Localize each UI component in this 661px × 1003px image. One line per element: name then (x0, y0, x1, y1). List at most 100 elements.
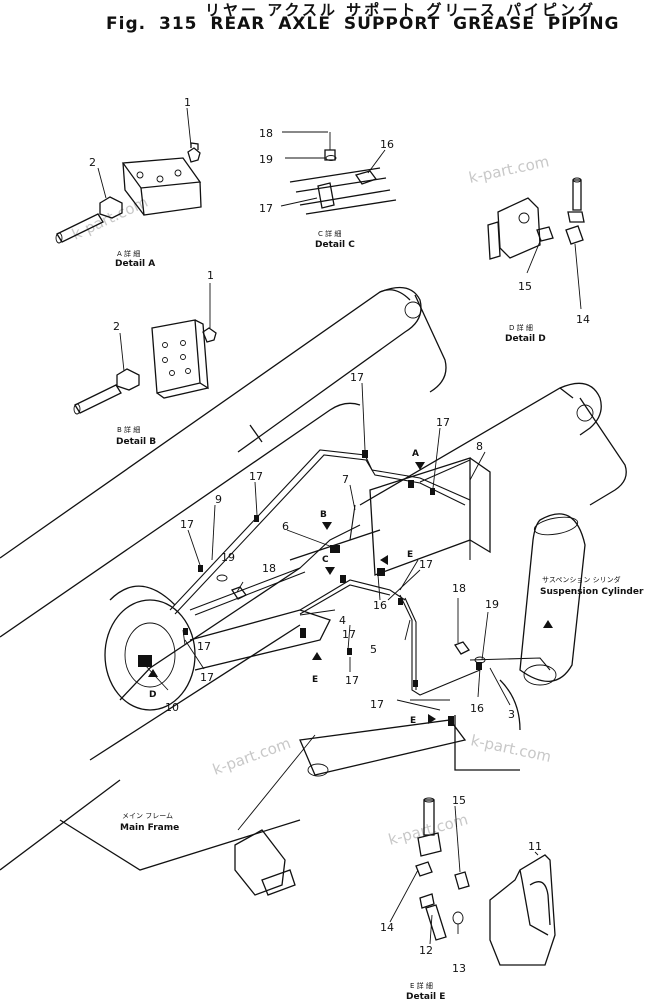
grease-pipe-7 (349, 504, 356, 541)
detail-e-caption: Detail E (406, 992, 445, 1002)
callout-17: 17 (342, 628, 356, 641)
view-letter-d: D (149, 690, 156, 700)
callout-18: 18 (259, 127, 273, 140)
grease-pipe-8 (419, 459, 471, 483)
end-fitting (234, 734, 316, 896)
callout-15: 15 (452, 794, 466, 807)
callout-15: 15 (518, 280, 532, 293)
view-letter-a: A (412, 449, 419, 459)
callout-14: 14 (576, 313, 590, 326)
callout-2: 2 (89, 156, 96, 169)
view-letter-b: B (320, 510, 327, 520)
callout-1: 1 (184, 96, 191, 109)
callout-3: 3 (508, 708, 515, 721)
view-letter-e: E (312, 675, 318, 685)
view-arrow-suspension (543, 620, 553, 628)
view-letter-e: E (407, 550, 413, 560)
detail-b-caption: Detail B (116, 437, 156, 447)
main-frame-label: Main Frame (120, 823, 179, 833)
callout-17: 17 (419, 558, 433, 571)
detail-c-jp: C 詳 細 (318, 229, 341, 238)
callout-17: 17 (180, 518, 194, 531)
watermark: k-part.com (469, 731, 553, 766)
part-19-washer (216, 574, 486, 664)
grease-fitting-part-2 (73, 332, 140, 415)
grease-pipe-3 (410, 657, 551, 701)
part-18-bolt (231, 586, 470, 655)
detail-d-jp: D 詳 細 (509, 323, 533, 332)
watermark: k-part.com (69, 193, 151, 244)
view-arrow-e (380, 555, 388, 565)
view-arrow-c (325, 567, 335, 575)
callout-17: 17 (259, 202, 273, 215)
watermark: k-part.com (467, 152, 551, 187)
detail-d-bracket (487, 177, 585, 310)
detail-e-assembly (389, 797, 556, 966)
view-arrow-e (312, 652, 322, 660)
callout-11: 11 (528, 840, 542, 853)
view-letter-e: E (410, 716, 416, 726)
callout-18: 18 (452, 582, 466, 595)
grease-nipple-part-1 (202, 283, 217, 343)
callout-5: 5 (370, 643, 377, 656)
detail-b-jp: B 詳 細 (117, 425, 140, 434)
grease-pipe-4 (299, 579, 406, 615)
grease-pipe-5 (399, 594, 481, 696)
callout-17: 17 (350, 371, 364, 384)
main-frame-jp: メイン フレーム (122, 812, 173, 820)
detail-a-block (121, 157, 202, 216)
view-arrow-a (415, 462, 425, 470)
title-japanese: リヤー アクスル サポート グリース パイピング (205, 1, 596, 19)
callout-17: 17 (200, 671, 214, 684)
view-letter-c: C (322, 555, 329, 565)
callout-16: 16 (380, 138, 394, 151)
callout-19: 19 (221, 551, 235, 564)
callout-19: 19 (485, 598, 499, 611)
callout-8: 8 (476, 440, 483, 453)
callout-1: 1 (207, 269, 214, 282)
axle-housing (104, 585, 331, 711)
figure-title: REAR AXLE SUPPORT GREASE PIPING (210, 14, 620, 34)
callout-16: 16 (373, 599, 387, 612)
grease-nipple-part-1 (186, 107, 201, 163)
callout-7: 7 (342, 473, 349, 486)
watermark: k-part.com (210, 734, 293, 779)
callout-16: 16 (470, 702, 484, 715)
callout-6: 6 (282, 520, 289, 533)
callout-14: 14 (380, 921, 394, 934)
detail-a-jp: A 詳 細 (117, 249, 140, 258)
callout-17: 17 (249, 470, 263, 483)
title-english: Fig. 315 REAR AXLE SUPPORT GREASE PIPING (106, 14, 620, 34)
view-arrow-d (148, 669, 158, 677)
callout-17: 17 (345, 674, 359, 687)
detail-e-jp: E 詳 細 (410, 981, 433, 990)
callout-2: 2 (113, 320, 120, 333)
right-frame-member (359, 382, 627, 771)
callout-10: 10 (165, 701, 179, 714)
detail-c-clamp (280, 131, 397, 215)
leader-lines (144, 382, 511, 711)
detail-b-plate (151, 319, 209, 399)
detail-d-caption: Detail D (505, 334, 546, 344)
detail-a-caption: Detail A (115, 259, 155, 269)
clamp-marks (138, 450, 482, 726)
main-frame (0, 286, 447, 871)
detail-c-caption: Detail C (315, 240, 355, 250)
callout-12: 12 (419, 944, 433, 957)
callout-17: 17 (370, 698, 384, 711)
callout-13: 13 (452, 962, 466, 975)
callout-19: 19 (259, 153, 273, 166)
figure-number: Fig. 315 (106, 14, 198, 34)
callout-9: 9 (215, 493, 222, 506)
grease-fitting-part-2 (55, 167, 123, 244)
callout-4: 4 (339, 614, 346, 627)
grease-pipe-6 (189, 524, 361, 616)
suspension-cylinder (519, 513, 586, 686)
callout-18: 18 (262, 562, 276, 575)
suspension-cylinder-label: Suspension Cylinder (540, 587, 644, 597)
view-arrow-b (322, 522, 332, 530)
suspension-cylinder-jp: サスペンション シリンダ (542, 575, 621, 584)
callout-17: 17 (436, 416, 450, 429)
